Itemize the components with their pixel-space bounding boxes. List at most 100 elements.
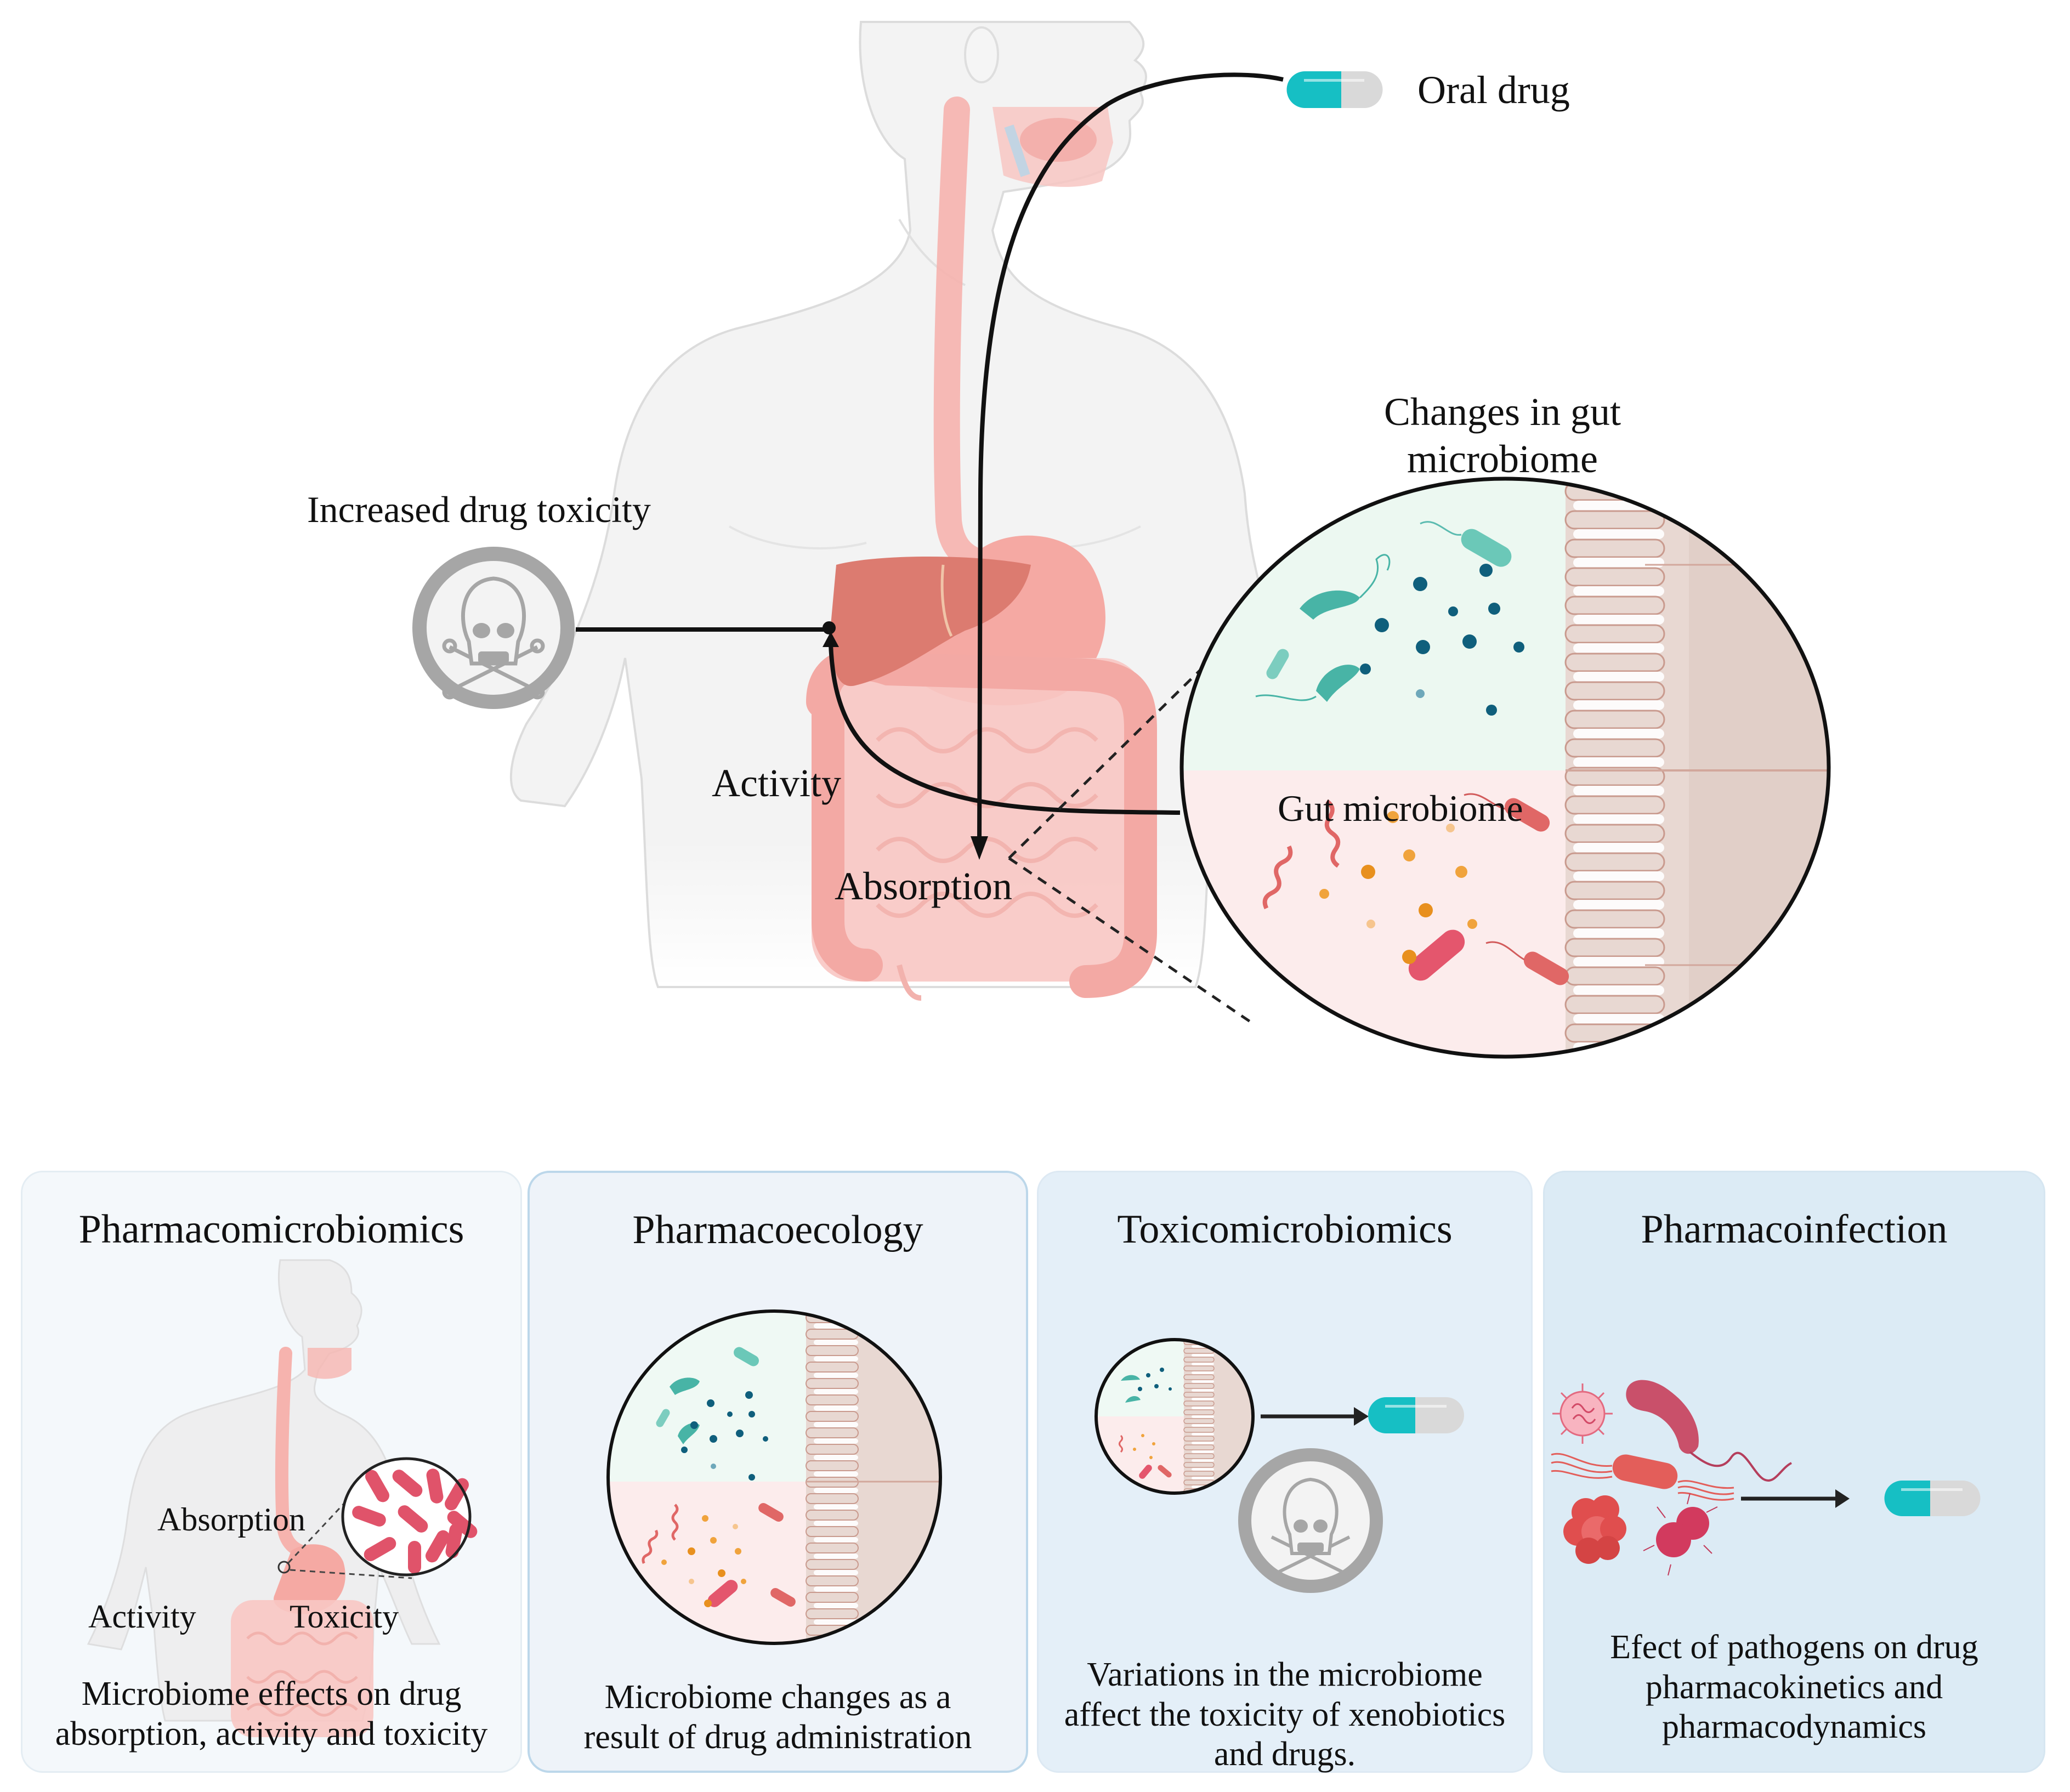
villus — [1564, 567, 1665, 587]
villus-gap — [814, 1340, 858, 1345]
villus — [806, 1460, 859, 1471]
villus-gap — [1192, 1407, 1214, 1409]
villus — [1564, 624, 1665, 644]
caption-line: Microbiome changes as a — [604, 1678, 951, 1716]
villus — [806, 1427, 859, 1438]
changes-label-line2: microbiome — [1407, 437, 1598, 481]
villus — [1564, 738, 1665, 758]
villus — [1564, 596, 1665, 615]
villus-gap — [1573, 700, 1664, 710]
villus-gap — [814, 1652, 858, 1658]
villus-gap — [814, 1438, 858, 1444]
villus-gap — [1192, 1459, 1214, 1462]
villus-gap — [1573, 529, 1664, 539]
caption-line: and drugs. — [1213, 1736, 1356, 1773]
villus-gap — [1192, 1442, 1214, 1444]
magnifier-circle-icon — [1179, 477, 1831, 1059]
villus — [806, 1394, 859, 1405]
villus-gap — [814, 1389, 858, 1394]
villus-gap — [1573, 615, 1664, 625]
changes-label: Changes in gut microbiome — [1365, 392, 1640, 479]
villus-gap — [1192, 1477, 1214, 1479]
villus-gap — [1192, 1398, 1214, 1400]
villus-gap — [814, 1553, 858, 1559]
villus-gap — [1573, 928, 1664, 938]
villus-gap — [1573, 900, 1664, 910]
panel-caption: Efect of pathogens on drug pharmacokinet… — [1545, 1627, 2044, 1747]
villus — [1564, 881, 1665, 900]
villus-gap — [1573, 1014, 1664, 1024]
villus — [806, 1510, 859, 1521]
villus-gap — [1192, 1354, 1214, 1357]
caption-line: affect the toxicity of xenobiotics — [1064, 1695, 1506, 1733]
villus-gap — [1573, 814, 1664, 824]
villus — [806, 1411, 859, 1422]
intestinal-villi-icon — [1183, 1340, 1215, 1493]
villus-gap — [1573, 786, 1664, 796]
villus-gap — [1192, 1363, 1214, 1365]
oral-drug-label: Oral drug — [1417, 68, 1570, 112]
panel-caption: Variations in the microbiome affect the … — [1039, 1655, 1531, 1774]
panel-pharmacoinfection: Pharmacoinfection — [1543, 1171, 2045, 1773]
villus-gap — [814, 1504, 858, 1510]
magnifier-circle-icon — [606, 1309, 942, 1645]
bacteria-icon — [1255, 521, 1512, 702]
villus — [1183, 1374, 1215, 1380]
villus — [1183, 1357, 1215, 1363]
panel-caption: Microbiome effects on drug absorption, a… — [22, 1674, 520, 1754]
villus — [1183, 1400, 1215, 1407]
villus — [1183, 1409, 1215, 1415]
oral-cavity-icon — [993, 107, 1113, 187]
villus — [1183, 1427, 1215, 1433]
toxicity-label: Increased drug toxicity — [307, 489, 651, 530]
villus-gap — [1192, 1371, 1214, 1374]
skull-crossbones-icon — [1238, 1448, 1383, 1593]
villus — [1564, 938, 1665, 957]
caption-line: Efect of pathogens on drug — [1610, 1629, 1978, 1666]
capsule-icon — [1884, 1481, 1981, 1516]
villus — [1564, 995, 1665, 1014]
panel1-illustration — [87, 1259, 478, 1737]
villus — [1564, 909, 1665, 929]
absorption-arrowhead — [971, 836, 988, 860]
villus-gap — [814, 1537, 858, 1543]
staphylococcus-icon — [1563, 1495, 1626, 1564]
villus — [806, 1641, 859, 1643]
villus — [1564, 824, 1665, 843]
caption-line: absorption, activity and toxicity — [55, 1715, 488, 1753]
metabolite-dots-teal — [1360, 564, 1524, 716]
villus — [1564, 795, 1665, 815]
villus-gap — [814, 1586, 858, 1592]
villus-gap — [1192, 1415, 1214, 1418]
villus — [806, 1444, 859, 1455]
villus — [1564, 966, 1665, 986]
villus — [1183, 1462, 1215, 1468]
villus-gap — [814, 1521, 858, 1526]
villus-gap — [1573, 871, 1664, 881]
main-illustration — [412, 21, 1831, 1059]
villus-gap — [814, 1471, 858, 1477]
villus-gap — [814, 1373, 858, 1378]
villus — [806, 1608, 859, 1619]
skull-crossbones-icon — [412, 547, 575, 709]
gut-microbiome-label: Gut microbiome — [1278, 787, 1523, 829]
activity-label: Activity — [88, 1598, 196, 1635]
villus-gap — [1192, 1468, 1214, 1471]
villus-gap — [1573, 672, 1664, 682]
diplococcus-icon — [1643, 1493, 1718, 1576]
magnifier-circle-icon — [1094, 1338, 1255, 1495]
villus-gap — [1573, 729, 1664, 739]
villus — [806, 1345, 859, 1356]
villus-gap — [1192, 1389, 1214, 1392]
villus-gap — [1192, 1450, 1214, 1453]
villus — [1564, 1052, 1665, 1057]
villus — [1564, 653, 1665, 672]
metabolite-dots-orange — [1319, 811, 1477, 964]
villus — [806, 1526, 859, 1537]
villus — [1564, 510, 1665, 530]
villus — [1183, 1418, 1215, 1424]
villus-gap — [814, 1603, 858, 1608]
oral-drug-arrow — [977, 72, 1284, 845]
villus-gap — [1573, 757, 1664, 767]
villus-gap — [1192, 1380, 1214, 1383]
